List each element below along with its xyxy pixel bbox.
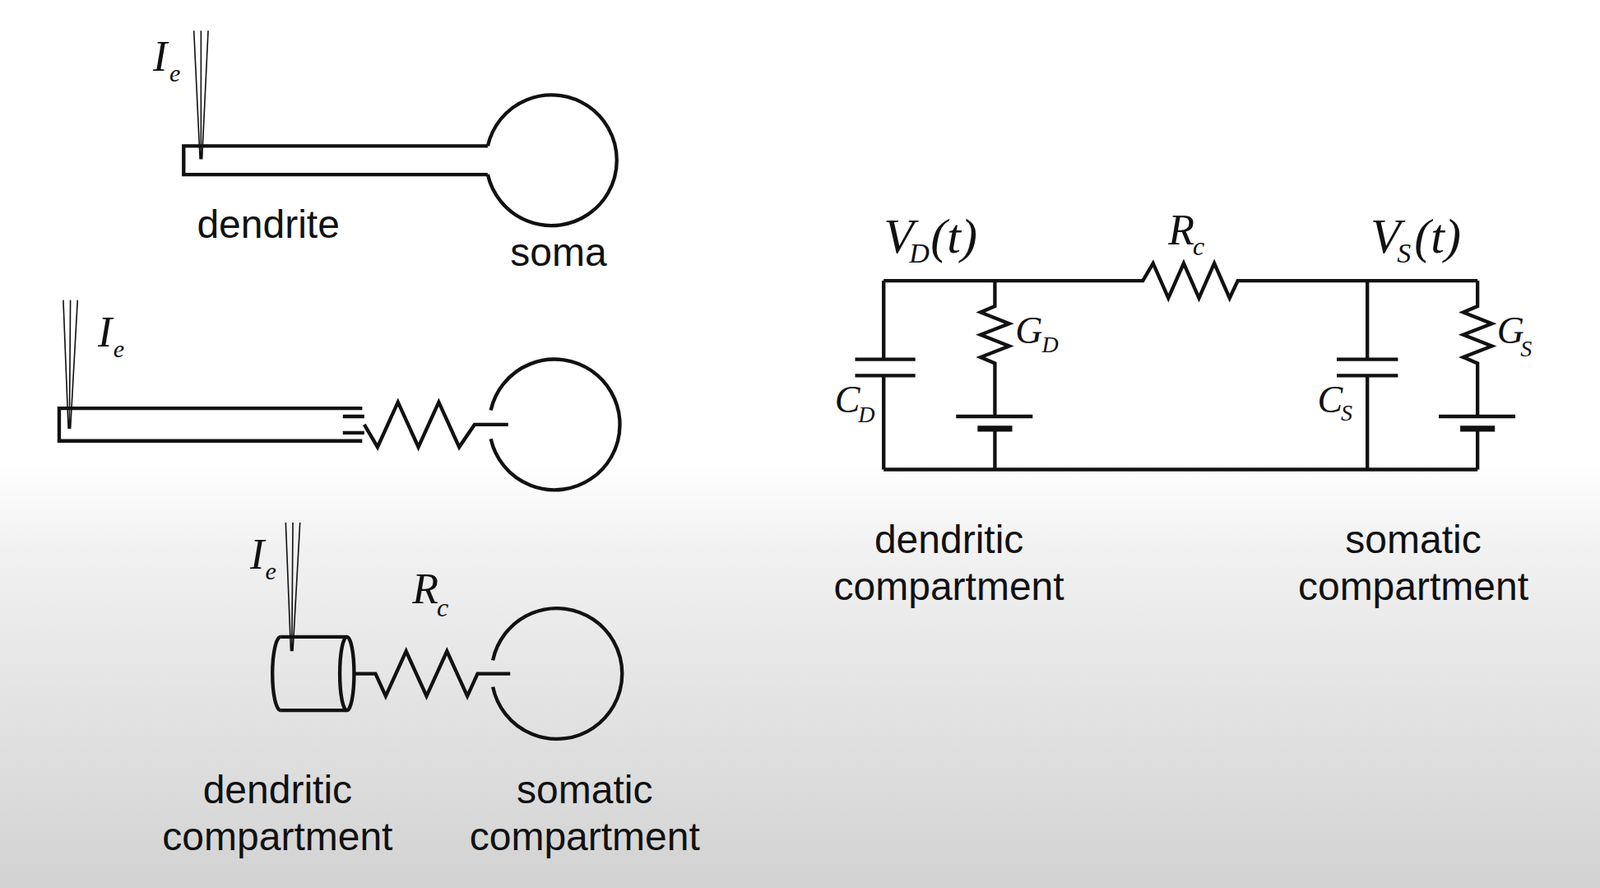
capacitance-symbol: C [1317,380,1343,419]
current-symbol: I [250,533,265,576]
battery-symbol [977,425,1012,432]
subscript: D [908,239,930,268]
part-name: somatic compartment [1289,515,1537,611]
current-symbol: I [97,310,112,354]
subscript: c [436,593,449,621]
battery-symbol [955,416,1033,469]
dendrite-outline [59,408,362,441]
subscript: c [1192,232,1205,260]
subscript: e [265,558,277,584]
battery-symbol [1460,425,1495,432]
part-name: dendrite [196,204,339,245]
soma-outline [491,359,621,491]
subscript: S [1396,239,1411,268]
electrode [194,30,209,159]
subscript: D [1041,333,1058,357]
conductance-symbol: G [1015,311,1043,350]
subscript: S [1340,401,1353,425]
circuit-wire [883,467,1478,471]
time-argument: (t) [1414,211,1461,261]
electrode [285,522,300,651]
capacitor-symbol [1336,280,1398,469]
cylinder-outline [339,636,354,710]
resistor-symbol [980,280,1010,417]
conductance-symbol: G [1497,311,1525,350]
resistor-symbol [1463,280,1493,417]
subscript: S [1520,337,1532,361]
capacitor-symbol [854,280,915,469]
resistance-symbol: R [1168,208,1195,252]
resistor-symbol [353,650,511,696]
battery-symbol [1438,416,1516,469]
capacitance-symbol: C [834,380,861,419]
dendrite-outline [183,145,488,175]
voltage-symbol: V [1370,211,1401,261]
part-name: soma [510,232,607,273]
part-name: dendritic compartment [825,515,1073,611]
part-name: somatic compartment [461,765,709,861]
cut-mark [343,416,365,433]
subscript: e [113,336,125,362]
current-symbol: I [153,35,167,79]
soma-outline [487,94,617,226]
time-argument: (t) [930,211,978,261]
soma-outline [492,607,622,739]
resistor-symbol [364,402,509,448]
subscript: e [169,60,181,86]
resistance-symbol: R [412,567,439,611]
electrode [63,300,78,429]
part-name: dendritic compartment [153,765,401,861]
circuit-wire [883,263,1478,298]
subscript: D [857,403,875,427]
cylinder-outline [272,636,281,710]
